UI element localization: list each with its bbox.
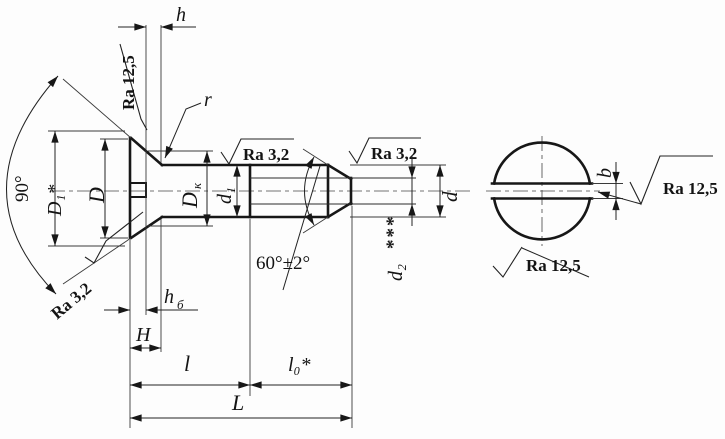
dim-D1: D₁*: [44, 130, 66, 247]
dim-hb: h б: [104, 286, 198, 314]
dim-label-l0: l₀*: [288, 354, 311, 376]
head-cone-bottom-edge: [129, 215, 164, 240]
dim-l0: l₀*: [249, 354, 353, 389]
dim-l: l: [129, 351, 251, 389]
head-circle-bottom-arc: [492, 197, 592, 241]
dim-label-b: b: [594, 168, 616, 178]
surface-mark-ra32-shank: Ra 3,2: [220, 138, 294, 166]
leader-r: r: [164, 89, 212, 159]
dim-label-H: H: [135, 324, 152, 346]
surface-mark-ra32-tip: Ra 3,2: [348, 137, 421, 165]
cone-edge-extension-bottom: [62, 237, 132, 285]
dim-b: b: [594, 162, 620, 220]
surface-label-ra125-slot: Ra 12,5: [663, 179, 718, 198]
dia-Dk-extensions: [148, 150, 213, 227]
shank-outline: [160, 163, 416, 219]
surface-mark-ra125-slot: Ra 12,5: [597, 155, 718, 206]
thread-minor-diameter-lines: [250, 177, 416, 205]
dim-label-90deg: 90°: [12, 175, 33, 202]
dim-H: H: [129, 324, 162, 352]
dim-D: D: [84, 138, 109, 239]
dim-label-D1: D₁*: [44, 185, 66, 217]
dim-d2: d₂ ***: [383, 156, 416, 281]
dim-angle-90: 90°: [6, 75, 59, 295]
surface-label-ra32-bearing: Ra 3,2: [47, 279, 95, 323]
dim-label-hb-main: h: [164, 286, 174, 308]
head-cone-top-edge: [129, 136, 164, 167]
surface-mark-ra125-face: Ra 12,5: [492, 246, 590, 278]
dim-label-60deg: 60°±2°: [256, 253, 310, 274]
tip-angle-extensions: [302, 148, 329, 234]
dim-label-D: D: [84, 187, 109, 204]
surface-label-ra125-face: Ra 12,5: [526, 256, 581, 275]
dim-h: h: [118, 4, 196, 31]
dim-label-h: h: [176, 4, 186, 26]
surface-label-ra32-tip: Ra 3,2: [371, 144, 417, 163]
slot-edges: [490, 182, 594, 200]
surface-label-ra32-shank: Ra 3,2: [243, 145, 289, 164]
dim-label-L: L: [231, 390, 244, 415]
tip-chamfer-edges: [326, 163, 353, 219]
head-circle-top-arc: [492, 141, 592, 185]
dim-label-hb-sub: б: [177, 297, 184, 312]
side-view: h Ra 12,5 r 90° D₁* D D: [6, 4, 474, 428]
surface-label-ra125-top: Ra 12,5: [119, 55, 138, 110]
dim-label-d2-stars: ***: [383, 215, 404, 250]
dim-label-r: r: [204, 89, 212, 111]
dim-label-d1: d₁: [214, 187, 236, 204]
dia-D1-extensions: [48, 130, 125, 247]
dim-label-l: l: [184, 351, 190, 376]
dim-d1: d₁: [214, 164, 241, 218]
dim-L: L: [129, 390, 353, 422]
cone-edge-extension-top: [62, 78, 132, 139]
dim-label-d2: d₂: [385, 264, 407, 281]
dim-d: d: [436, 164, 462, 218]
dia-d-extensions: [350, 164, 446, 218]
dim-angle-60: 60°±2°: [256, 156, 321, 291]
dim-label-d: d: [438, 191, 462, 202]
surface-mark-ra32-bearing: Ra 3,2: [47, 211, 144, 323]
face-view: b Ra 12,5 Ra 12,5: [486, 136, 718, 278]
dim-label-Dk-sub: к: [189, 182, 204, 189]
slot-section-notch: [129, 182, 147, 198]
dim-Dk: D к: [177, 150, 211, 227]
dim-label-Dk-main: D: [177, 192, 202, 209]
surface-mark-ra125-top: Ra 12,5: [119, 43, 148, 131]
